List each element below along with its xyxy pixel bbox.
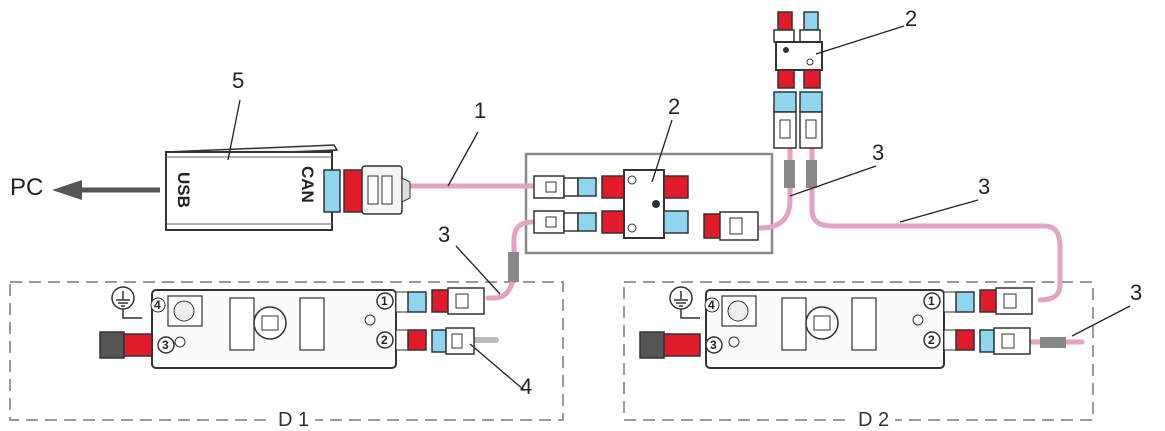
- t-connector-junction: [602, 170, 688, 238]
- pc-arrow: [52, 180, 160, 200]
- d2-port-3: 3: [710, 338, 717, 352]
- d1-port-3: 3: [162, 338, 169, 352]
- d1-port-2: 2: [381, 333, 388, 347]
- callout-3-d2-cable: 3: [978, 176, 990, 198]
- d2-port-1: 1: [928, 294, 935, 308]
- callout-1: 1: [474, 100, 486, 122]
- device-d1-label: D 1: [272, 410, 315, 430]
- usb-can-adapter: USB CAN: [166, 145, 340, 230]
- t-connector-upper: [774, 12, 822, 148]
- junction-connectors: [534, 176, 596, 233]
- device-d2: 4 3 1 2: [640, 287, 1032, 368]
- cable-3-d2-ext-sleeve: [1040, 337, 1066, 348]
- callout-2-upper: 2: [905, 8, 917, 30]
- pc-label: PC: [10, 176, 43, 200]
- d1-port-4: 4: [154, 298, 161, 312]
- device-d1: 4 3 1 2: [100, 287, 484, 368]
- device-d2-label: D 2: [852, 410, 895, 430]
- callout-5: 5: [232, 70, 244, 92]
- callout-2-junction: 2: [668, 96, 680, 118]
- callout-3-d1-cable: 3: [438, 224, 450, 246]
- cable-3-d2-sleeve: [806, 160, 817, 188]
- cable-3-d2: [812, 150, 1060, 300]
- d1-port-1: 1: [381, 294, 388, 308]
- callout-3-d2-ext: 3: [1130, 282, 1142, 304]
- callout-3-junction-up: 3: [872, 142, 884, 164]
- junction-out-plug: [704, 212, 758, 240]
- d2-port-4: 4: [708, 298, 715, 312]
- cable-3-d1-sleeve: [508, 252, 519, 282]
- callout-4: 4: [520, 376, 532, 398]
- can-label: CAN: [298, 166, 317, 203]
- d2-port-2: 2: [928, 333, 935, 347]
- db9-connector: [344, 166, 410, 214]
- cable-3-up-left-sleeve: [784, 160, 795, 188]
- usb-label: USB: [174, 172, 193, 208]
